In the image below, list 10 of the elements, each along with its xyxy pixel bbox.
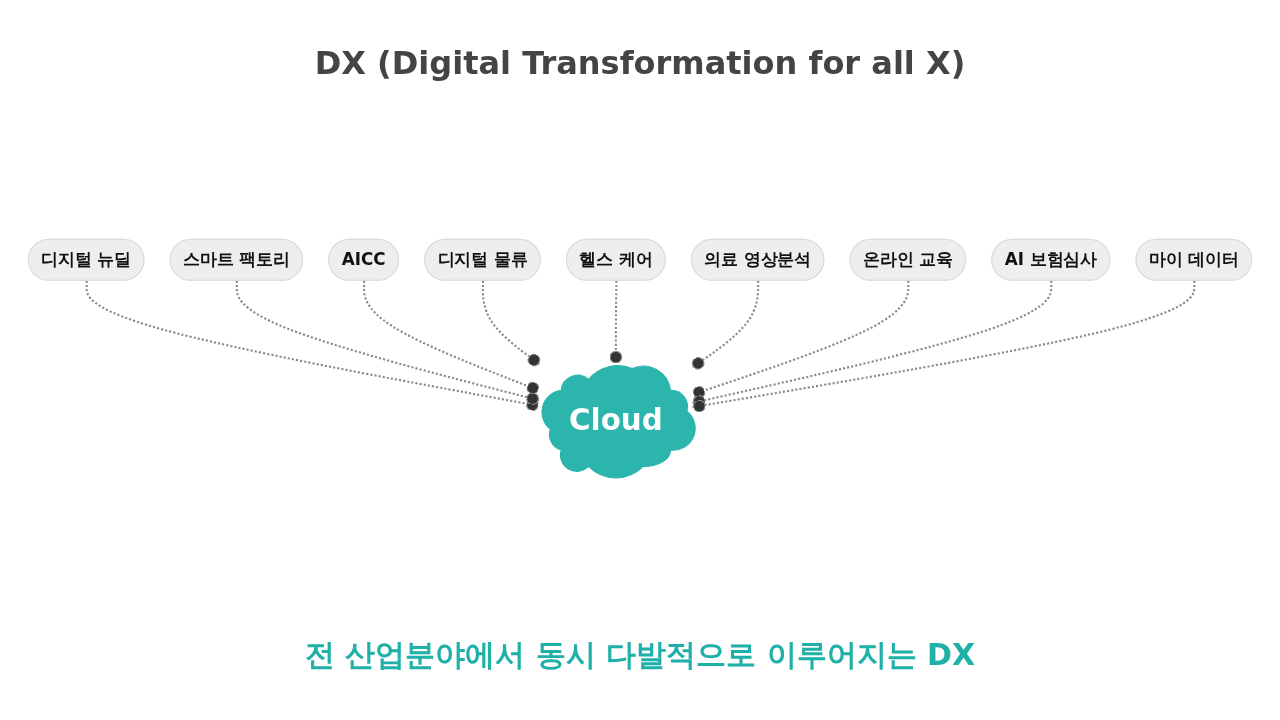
connector [362, 280, 540, 395]
connector [85, 280, 540, 411]
diagram-title: DX (Digital Transformation for all X) [314, 44, 966, 82]
connector [235, 280, 540, 405]
diagram-caption: 전 산업분야에서 동시 다발적으로 이루어지는 DX [304, 636, 976, 674]
connector [609, 280, 623, 364]
connector [481, 280, 541, 367]
connector [692, 280, 910, 399]
connector [692, 280, 1196, 413]
connector [691, 280, 760, 370]
